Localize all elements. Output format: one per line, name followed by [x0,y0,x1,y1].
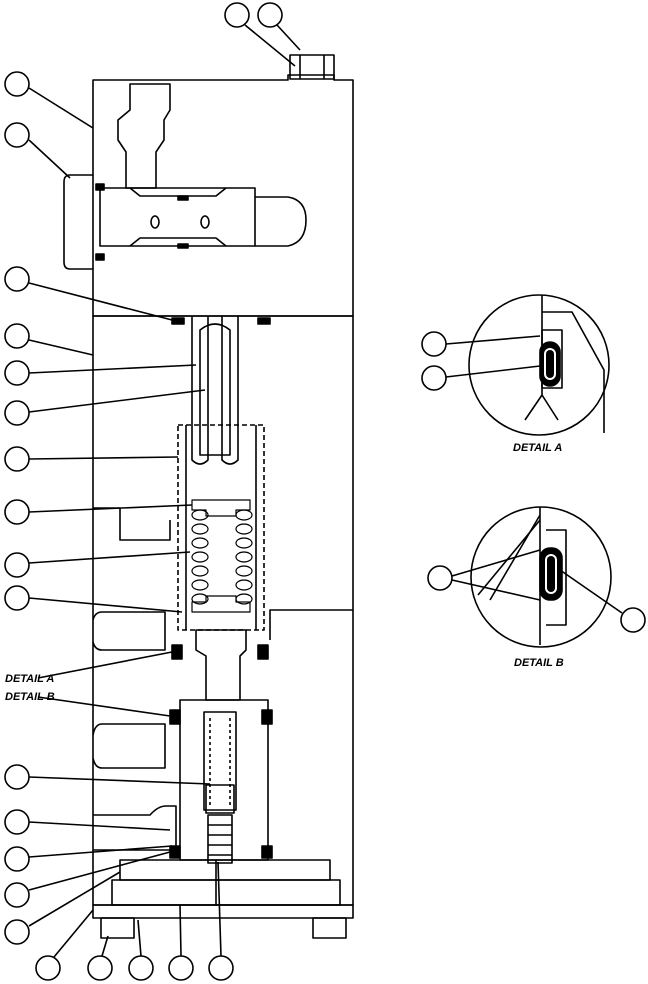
solenoid-cover [63,174,93,270]
spring-coils [191,499,253,613]
side-ports [92,507,353,851]
detail-a-caption: DETAIL A [513,442,563,454]
top-fitting [289,54,335,80]
spring-housing [177,424,265,631]
detail-b-callout-label: DETAIL B [5,691,55,703]
upper-cartridge [95,83,307,261]
detail-b-caption: DETAIL B [514,657,564,669]
valve-body [92,74,354,939]
bottom-plate [111,859,341,906]
callout-balloons-top [224,2,301,67]
detail-a-callout-label: DETAIL A [5,673,55,685]
lower-cartridge [169,629,273,864]
detail-a-view [421,294,610,436]
callout-balloons-bottom [35,861,234,981]
detail-b-view [427,506,646,648]
central-spool [171,316,271,465]
callout-balloons-left [4,71,211,945]
